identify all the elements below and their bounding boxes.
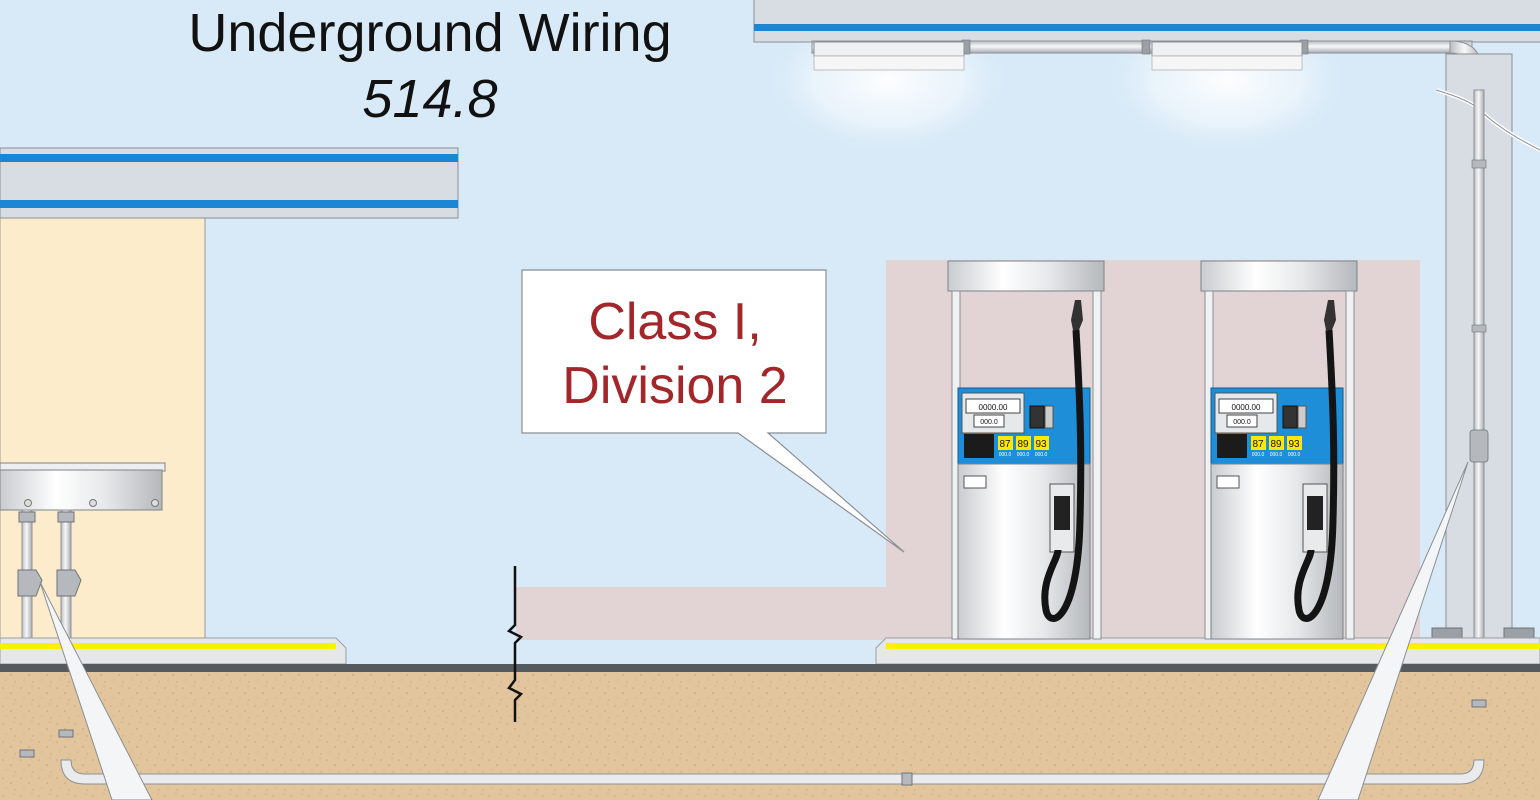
dispenser-1-grade-3-price: 000.0 (1035, 452, 1048, 458)
dispenser-1-grade-2-price: 000.0 (1017, 452, 1030, 458)
right-riser-conduit (1469, 89, 1489, 771)
fuel-dispenser-2: 0000.00 000.0 87 89 93 000.0 000.0 000.0 (1200, 260, 1358, 640)
dispenser-1-display-bottom: 000.0 (980, 419, 998, 426)
dispenser-1-grade-1-octane: 87 (999, 439, 1011, 450)
section-break-line (506, 566, 524, 722)
callout-line-2: Division 2 (562, 357, 788, 415)
callout-bubble (521, 269, 905, 553)
dispenser-2-grade-2-octane: 89 (1270, 439, 1282, 450)
canopy-light-fixture-1 (813, 41, 965, 71)
dispenser-1-grade-3-octane: 93 (1035, 439, 1047, 450)
left-pointer-wedge (39, 581, 153, 800)
left-curb (0, 637, 347, 665)
main-canopy (753, 0, 1540, 43)
pavement-edge (0, 664, 1540, 672)
code-reference: 514.8 (362, 69, 498, 129)
dispenser-2-grade-2-price: 000.0 (1270, 452, 1283, 458)
callout-line-1: Class I, (588, 293, 762, 351)
canopy-light-fixture-2 (1151, 41, 1303, 71)
dispenser-1-grade-2-octane: 89 (1017, 439, 1029, 450)
dispenser-2-display-bottom: 000.0 (1233, 419, 1251, 426)
dispenser-1-grade-1-price: 000.0 (999, 452, 1012, 458)
diagram-title: Underground Wiring (188, 3, 672, 63)
pump-island-curb (875, 637, 1540, 665)
right-pointer-wedge (1317, 461, 1469, 800)
dispenser-2-grade-3-price: 000.0 (1288, 452, 1301, 458)
callout-label: Class I, Division 2 (524, 290, 826, 418)
dispenser-2-grade-1-octane: 87 (1252, 439, 1264, 450)
dispenser-2-display-top: 0000.00 (1232, 403, 1261, 412)
dispenser-2-grade-3-octane: 93 (1288, 439, 1300, 450)
underground-conduit (19, 699, 1487, 786)
dispenser-1-display-top: 0000.00 (979, 403, 1008, 412)
junction-box (0, 462, 166, 511)
fuel-dispenser-1: 0000.00 000.0 87 89 93 000.0 000.0 000.0 (947, 260, 1105, 640)
dispenser-2-grade-1-price: 000.0 (1252, 452, 1265, 458)
left-canopy (0, 147, 459, 219)
